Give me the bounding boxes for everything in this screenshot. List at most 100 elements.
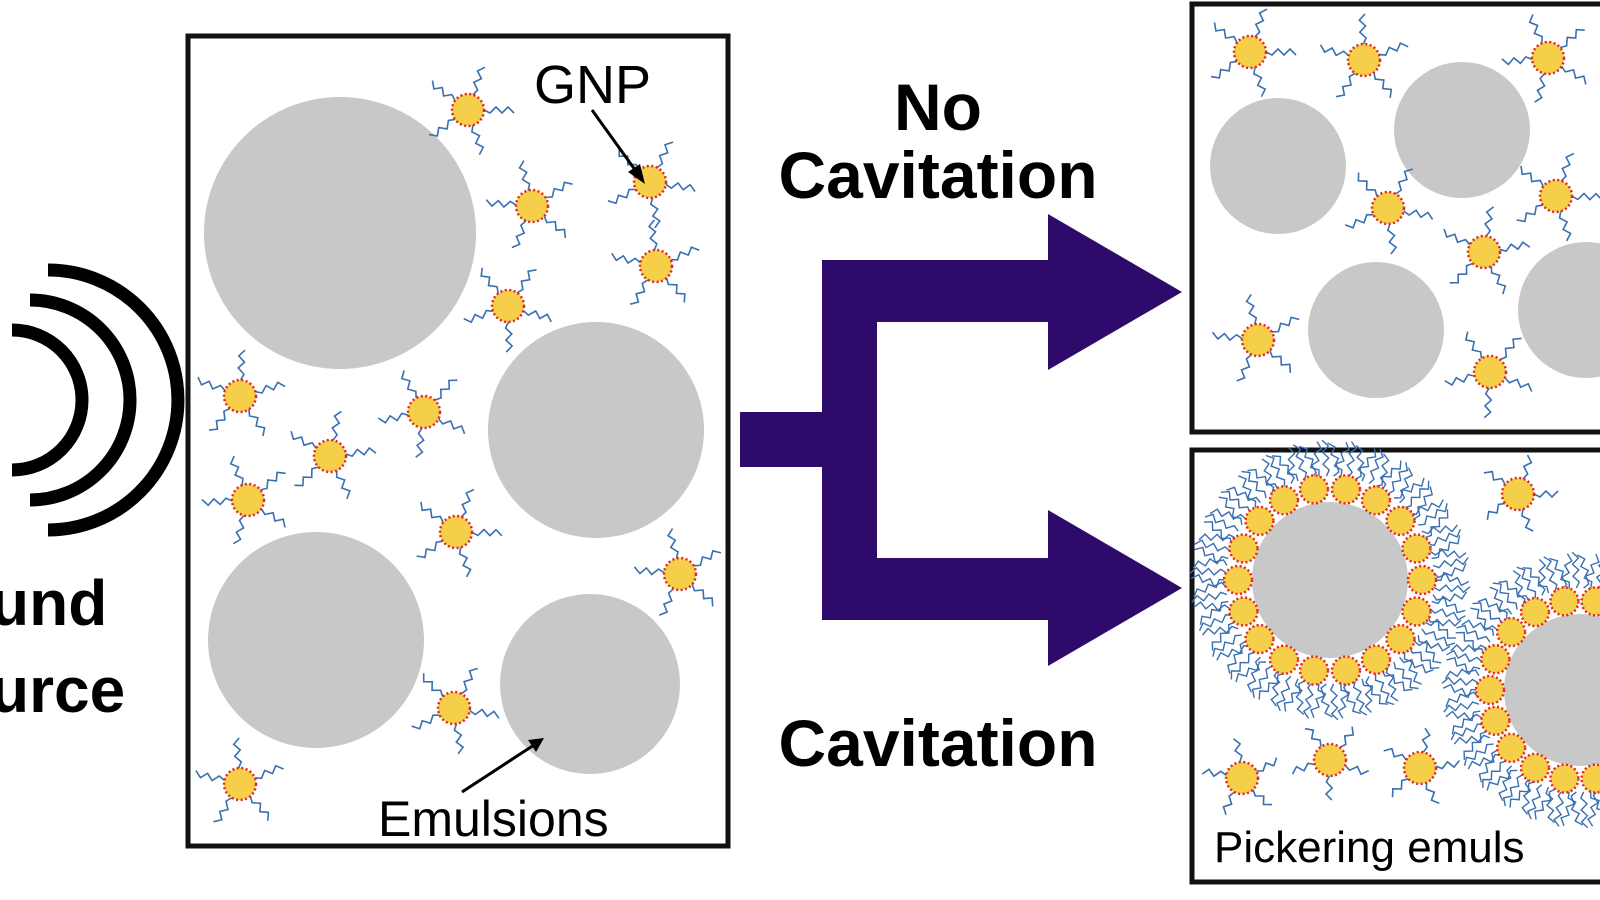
ligand-chain: [1324, 775, 1334, 801]
ligand-chain: [1378, 42, 1409, 56]
ligand-chain: [1489, 586, 1508, 620]
ligand-chain: [1258, 672, 1285, 700]
ligand-chain: [463, 309, 494, 324]
particle-core: [1500, 476, 1536, 512]
ligand-chain: [1213, 22, 1238, 43]
ligand-chain: [249, 795, 270, 821]
ligand-chain: [1433, 584, 1471, 594]
ligand-chain: [1209, 508, 1247, 521]
ligand-chain: [1344, 213, 1374, 229]
ligand-chain: [1427, 615, 1457, 639]
ligand-chain: [1276, 675, 1292, 712]
gold-nanoparticle: [1291, 726, 1370, 801]
shell-particle: [1580, 763, 1600, 794]
shell-particle: [1519, 596, 1551, 628]
ligand-chain: [1446, 656, 1480, 677]
ligand-chain: [400, 370, 417, 399]
ligand-chain: [416, 540, 444, 559]
ligand-chain: [1444, 666, 1481, 679]
ligand-chain: [1509, 781, 1536, 808]
shell-particle: [1385, 505, 1416, 537]
ligand-chain: [1492, 582, 1518, 610]
ligand-chain: [511, 220, 527, 249]
ligand-chain: [1483, 206, 1495, 237]
ligand-chain: [1247, 468, 1279, 491]
ligand-chain: [1559, 28, 1585, 49]
shell-particle: [1228, 596, 1259, 627]
shell-particle: [1480, 705, 1511, 737]
ligand-chain: [1190, 573, 1227, 588]
ligand-chain: [1310, 683, 1327, 719]
ligand-chain: [434, 379, 458, 401]
ligand-chain: [1486, 769, 1518, 791]
ligand-chain: [1498, 765, 1513, 802]
ligand-chain: [208, 407, 231, 431]
ligand-chain: [1204, 513, 1239, 532]
ligand-chain: [1211, 621, 1236, 651]
ligand-chain: [345, 446, 377, 458]
ligand-chain: [1291, 762, 1315, 775]
ligand-chain: [1335, 72, 1356, 98]
ligand-chain: [1561, 553, 1573, 590]
ligand-chain: [1549, 557, 1570, 589]
ligand-chain: [1433, 562, 1467, 582]
ligand-chain: [1383, 747, 1407, 761]
ligand-chain: [1379, 453, 1390, 491]
ligand-chain: [666, 528, 679, 559]
ligand-chain: [1464, 331, 1483, 359]
ligand-chain: [1226, 486, 1261, 504]
ligand-chain: [1522, 454, 1533, 480]
ligand-chain: [472, 66, 486, 96]
ligand-chain: [422, 673, 444, 697]
shell-particle: [1480, 643, 1511, 675]
ligand-chain: [195, 770, 225, 782]
ligand-chain: [1189, 566, 1227, 576]
ligand-chain: [1256, 757, 1278, 772]
ligand-chain: [1443, 228, 1471, 246]
ligand-chain: [1450, 643, 1488, 653]
ligand-chain: [1418, 503, 1448, 526]
gold-nanoparticle: [1383, 727, 1461, 804]
ligand-chain: [1534, 788, 1556, 820]
ligand-chain: [1265, 47, 1297, 57]
emulsion-droplet: [1210, 98, 1346, 234]
ligand-chain: [1404, 480, 1430, 509]
ligand-chain: [1298, 445, 1320, 477]
ligand-chain: [1409, 499, 1444, 516]
particle-core: [514, 188, 550, 224]
ligand-chain: [1538, 558, 1547, 596]
ligand-chain: [1218, 496, 1243, 526]
ligand-chain: [1450, 723, 1485, 741]
ligand-chain: [229, 455, 244, 486]
ligand-chain: [254, 764, 284, 780]
ligand-chain: [1463, 743, 1494, 766]
ligand-chain: [471, 125, 485, 156]
ligand-chain: [260, 471, 286, 491]
ligand-chain: [1483, 387, 1493, 419]
ligand-chain: [1395, 168, 1413, 195]
shell-particle: [1244, 623, 1275, 655]
ligand-chain: [197, 376, 226, 391]
ligand-chain: [1355, 444, 1366, 482]
ligand-chain: [1230, 651, 1256, 680]
ligand-chain: [1193, 578, 1227, 598]
shell-particle: [1298, 474, 1330, 505]
ligand-chain: [1429, 548, 1467, 559]
ligand-chain: [1499, 337, 1522, 361]
particle-core: [1370, 190, 1406, 226]
ligand-chain: [237, 349, 246, 381]
ligand-chain: [670, 246, 700, 261]
gold-nanoparticle: [195, 737, 284, 823]
shell-particle: [1330, 655, 1362, 686]
ligand-chain: [294, 466, 319, 487]
ligand-chain: [471, 528, 503, 537]
ligand-chain: [335, 470, 351, 500]
ligand-chain: [1245, 293, 1258, 325]
gold-nanoparticle: [463, 267, 553, 353]
gold-nanoparticle: [611, 219, 700, 305]
ligand-chain: [1252, 789, 1273, 806]
ligand-chain: [1576, 554, 1593, 589]
ligand-chain: [1453, 734, 1491, 745]
emulsion-droplet: [1308, 262, 1444, 398]
